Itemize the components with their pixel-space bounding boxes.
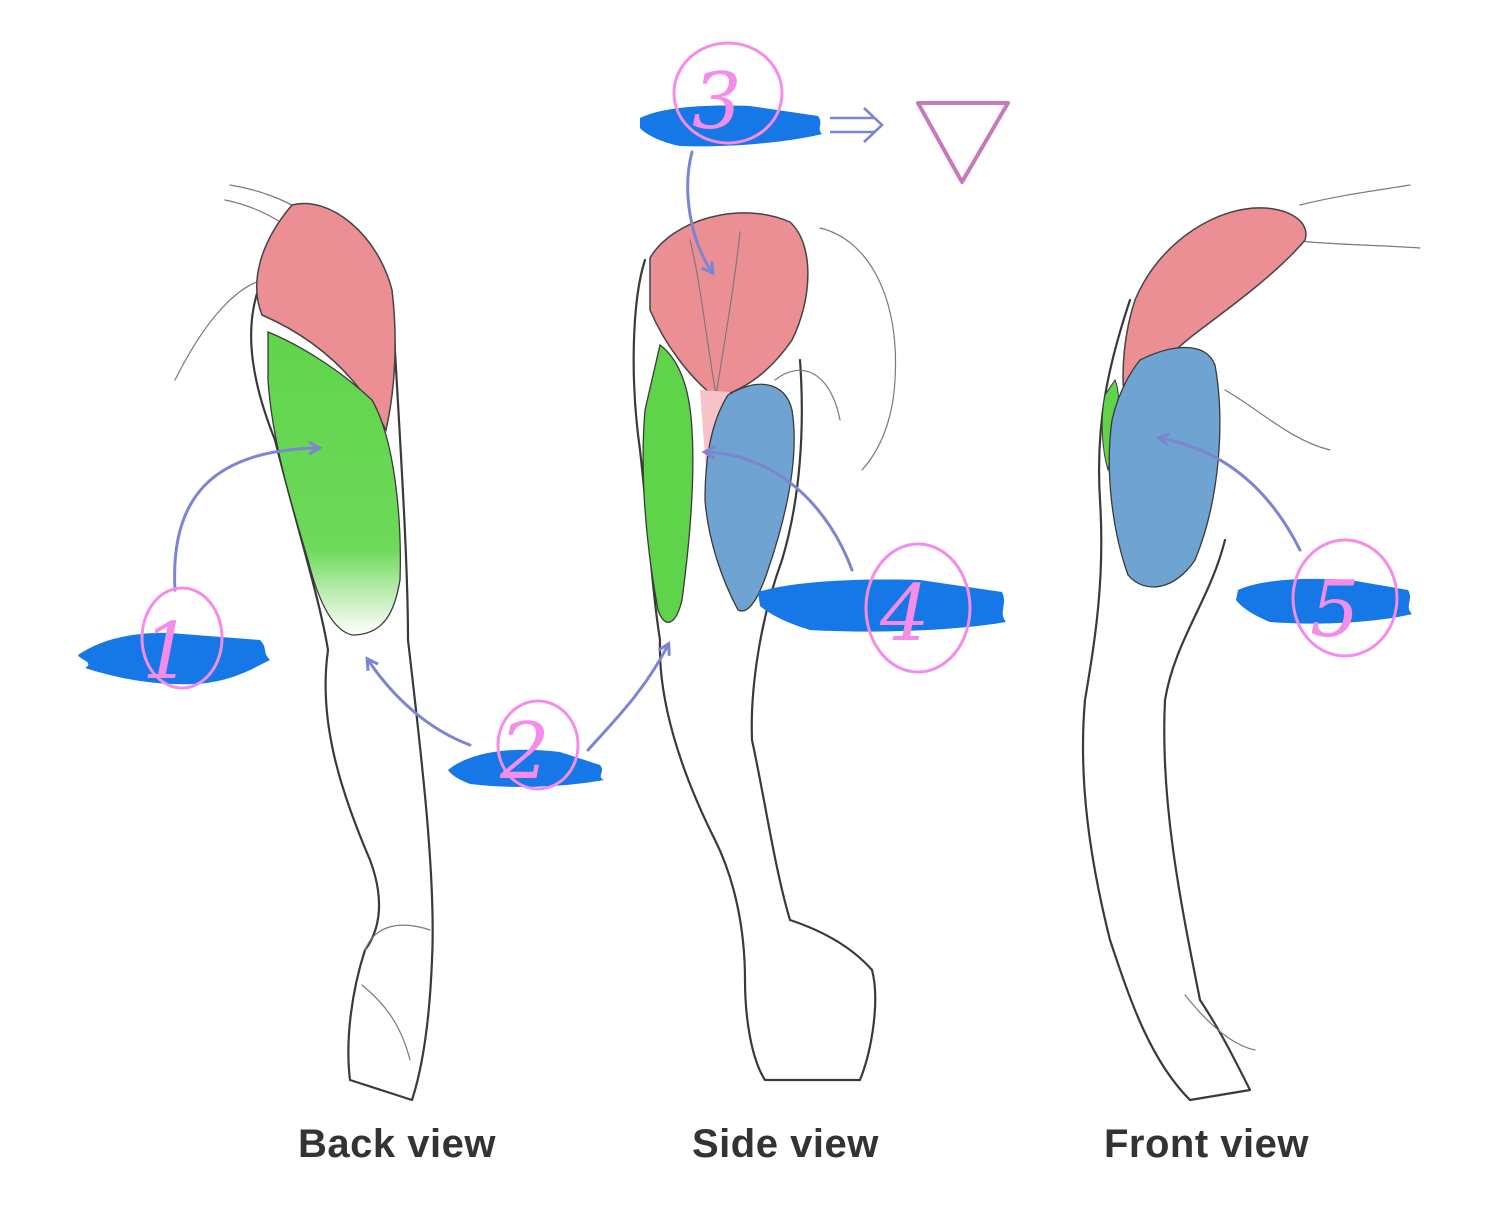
- arrow-4-to-biceps: [701, 445, 854, 572]
- back-view-arm: [174, 184, 434, 1102]
- deltoid-muscle-back: [256, 202, 396, 433]
- marker-1-label: 1: [142, 607, 192, 697]
- marker-3-label: 3: [692, 57, 742, 147]
- side-view-arm: [632, 212, 897, 1082]
- biceps-muscle-side: [704, 383, 795, 612]
- triceps-long-head-side: [642, 343, 694, 623]
- arrow-1-to-triceps: [173, 440, 323, 592]
- arrow-2-to-side-elbow: [586, 640, 671, 752]
- arrow-5-to-biceps: [1155, 432, 1302, 552]
- marker-2-label: 2: [499, 707, 550, 797]
- marker-2: 2: [448, 699, 604, 797]
- biceps-muscle-front: [1108, 346, 1221, 588]
- marker-3: 3: [640, 41, 822, 147]
- caption-back-view: Back view: [298, 1122, 496, 1166]
- triceps-long-head-back: [267, 331, 401, 636]
- marker-1: 1: [78, 586, 270, 697]
- caption-front-view: Front view: [1104, 1122, 1310, 1166]
- deltoid-muscle-side: [649, 212, 809, 399]
- marker-4-label: 4: [879, 569, 930, 659]
- triangle-down-icon: [916, 101, 1010, 184]
- marker-5-label: 5: [1310, 565, 1360, 655]
- annotation-arrows: [173, 150, 1302, 752]
- marker-5: 5: [1236, 538, 1412, 658]
- marker-4: 4: [758, 542, 1006, 674]
- caption-side-view: Side view: [692, 1122, 879, 1166]
- arrow-2-to-back-elbow: [365, 656, 472, 747]
- double-arrow-right-icon: [830, 107, 884, 143]
- arrow-3-to-deltoid: [686, 150, 715, 276]
- front-view-arm: [1081, 184, 1421, 1102]
